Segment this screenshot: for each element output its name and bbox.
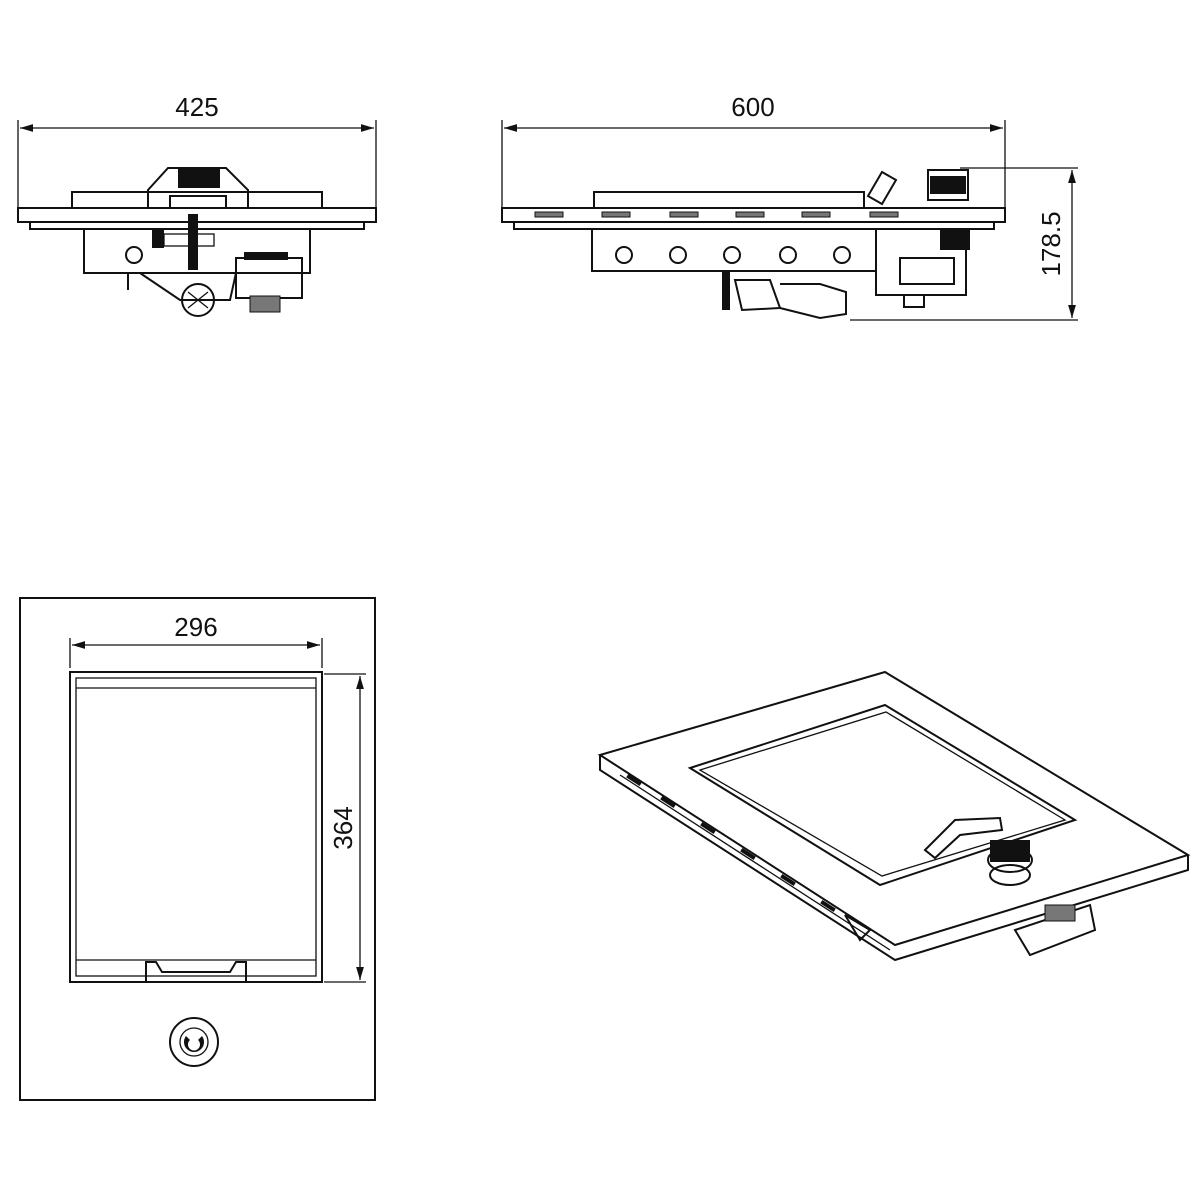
dimension-top-inner-width: 296 (174, 612, 217, 642)
dimension-top-inner-depth: 364 (328, 806, 358, 849)
isometric-view (597, 670, 1191, 962)
control-knob (169, 1017, 219, 1067)
dimension-side-height: 178.5 (1036, 211, 1066, 276)
top-view: 296 364 (19, 597, 376, 1101)
front-view: 425 (17, 92, 377, 317)
dimension-front-width: 425 (175, 92, 218, 122)
side-view: 600 178.5 (501, 92, 1078, 321)
dimension-side-width: 600 (731, 92, 774, 122)
